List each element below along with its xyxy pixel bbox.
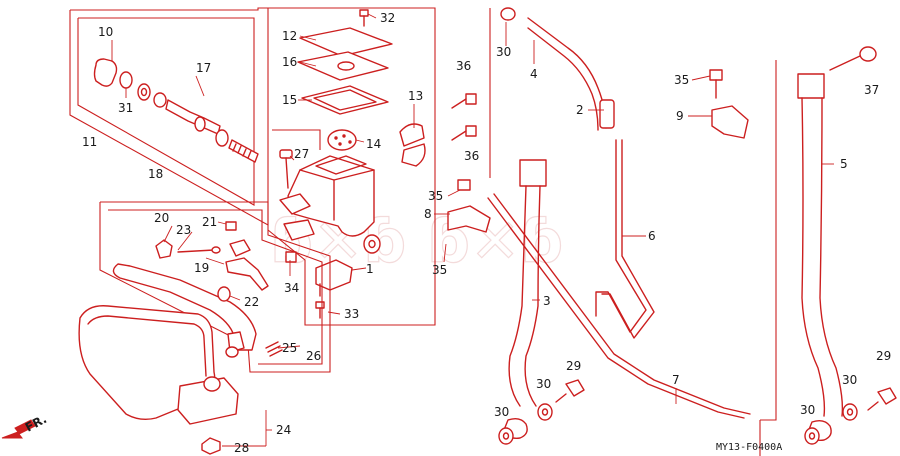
callout-17: 17 <box>196 61 211 75</box>
callout-16: 16 <box>282 55 297 69</box>
pipe-7 <box>487 193 751 419</box>
callout-32: 32 <box>380 11 395 25</box>
hose-group-outline <box>489 8 777 456</box>
reservoir-cap-stack <box>297 27 393 151</box>
callout-28: 28 <box>234 441 249 455</box>
callout-9: 9 <box>676 109 684 123</box>
holder-13 <box>399 123 426 167</box>
callout-11: 11 <box>82 135 97 149</box>
callout-22: 22 <box>244 295 259 309</box>
callout-33: 33 <box>344 307 359 321</box>
callout-37: 37 <box>864 83 879 97</box>
callout-23: 23 <box>176 223 191 237</box>
callout-8: 8 <box>424 207 432 221</box>
callout-15: 15 <box>282 93 297 107</box>
bolts-36 <box>451 93 477 141</box>
callout-30e: 30 <box>800 403 815 417</box>
drawing-code: MY13-F0400A <box>716 442 782 453</box>
brake-lever <box>112 263 257 358</box>
callout-10: 10 <box>98 25 113 39</box>
master-cylinder-outline <box>267 7 436 326</box>
callout-5: 5 <box>840 157 848 171</box>
bolt-37 <box>829 46 877 71</box>
callout-18: 18 <box>148 167 163 181</box>
hose-5 <box>797 73 844 442</box>
washers-30 <box>498 403 858 445</box>
callout-35a: 35 <box>428 189 443 203</box>
front-direction-label: FR. <box>23 412 49 435</box>
callout-7: 7 <box>672 373 680 387</box>
pipe-6 <box>595 139 655 339</box>
callout-36a: 36 <box>456 59 471 73</box>
bracket-8 <box>447 179 491 233</box>
callout-31: 31 <box>118 101 133 115</box>
callout-4: 4 <box>530 67 538 81</box>
callout-3: 3 <box>543 294 551 308</box>
callout-21: 21 <box>202 215 217 229</box>
callout-30d: 30 <box>842 373 857 387</box>
callout-numbers: 1 2 3 4 5 6 7 8 9 10 11 12 13 14 15 16 1… <box>82 11 891 455</box>
front-arrow-icon <box>1 419 36 439</box>
callout-30c: 30 <box>494 405 509 419</box>
callout-25: 25 <box>282 341 297 355</box>
leader-lines <box>111 13 834 447</box>
nut-28 <box>201 437 221 455</box>
master-cylinder-piston-kit-outline <box>69 7 269 226</box>
lever-pivot-parts <box>155 221 283 357</box>
callout-30b: 30 <box>536 377 551 391</box>
callout-36b: 36 <box>464 149 479 163</box>
hose-3 <box>503 159 547 440</box>
callout-26: 26 <box>306 349 321 363</box>
piston-kit <box>93 58 259 163</box>
callout-12: 12 <box>282 29 297 43</box>
callout-19: 19 <box>194 261 209 275</box>
callout-2: 2 <box>576 103 584 117</box>
callout-29b: 29 <box>876 349 891 363</box>
callout-24: 24 <box>276 423 291 437</box>
reservoir-bolt-27 <box>279 149 293 189</box>
hose-2-upper <box>500 7 615 131</box>
callout-29a: 29 <box>566 359 581 373</box>
switch-1 <box>315 259 353 297</box>
callout-34: 34 <box>284 281 299 295</box>
callout-6: 6 <box>648 229 656 243</box>
callout-30a: 30 <box>496 45 511 59</box>
callout-35c: 35 <box>674 73 689 87</box>
callout-27: 27 <box>294 147 309 161</box>
handguard-24 <box>78 305 239 425</box>
master-cylinder-body <box>279 155 381 254</box>
bracket-9 <box>709 69 749 139</box>
callout-35b: 35 <box>432 263 447 277</box>
callout-1: 1 <box>366 262 374 276</box>
callout-20: 20 <box>154 211 169 225</box>
bolts-29 <box>555 379 897 411</box>
callout-14: 14 <box>366 137 381 151</box>
callout-13: 13 <box>408 89 423 103</box>
lever-assembly-outline <box>99 201 331 373</box>
screws-32-33-34 <box>285 9 369 319</box>
